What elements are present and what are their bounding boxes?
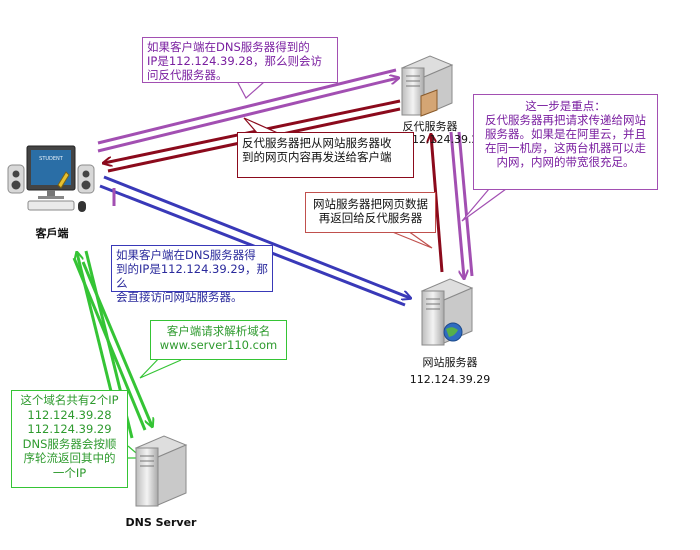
web-label: 网站服务器: [422, 356, 478, 369]
web-ip: 112.124.39.29: [409, 373, 491, 386]
dns-round-robin-note: 这个域名共有2个IP 112.124.39.28 112.124.39.29 D…: [11, 390, 128, 488]
proxy-return-note: 反代服务器把从网站服务器收 到的网页内容再发送给客户端: [237, 132, 414, 178]
proxy-route-note: 如果客户端在DNS服务器得到的 IP是112.124.39.28，那么则会访 问…: [142, 37, 338, 83]
proxy-label: 反代服务器: [402, 120, 458, 133]
proxy-to-web-arrow: [449, 131, 474, 278]
web-to-proxy-arrow: [431, 135, 444, 273]
monitor-text: STUDENT: [39, 156, 64, 162]
dns-query-note: 客户端请求解析域名 www.server110.com: [150, 320, 287, 360]
dns-server-icon: [134, 435, 188, 507]
web-server-icon: [420, 278, 474, 346]
dns-label: DNS Server: [125, 516, 197, 529]
proxy-ip: 112.124.39.28: [405, 133, 486, 146]
client-label: 客戶端: [35, 227, 69, 240]
client-computer-icon: STUDENT: [7, 145, 95, 212]
key-point-note: 这一步是重点： 反代服务器再把请求传递给网站 服务器。如果是在阿里云，并且 在同…: [473, 94, 658, 190]
web-return-note: 网站服务器把网页数据 再返回给反代服务器: [305, 192, 436, 233]
client-to-proxy-arrow: [97, 68, 398, 153]
proxy-server-icon: [400, 55, 454, 117]
direct-route-note: 如果客户端在DNS服务器得 到的IP是112.124.39.29，那么 会直接访…: [111, 245, 273, 304]
